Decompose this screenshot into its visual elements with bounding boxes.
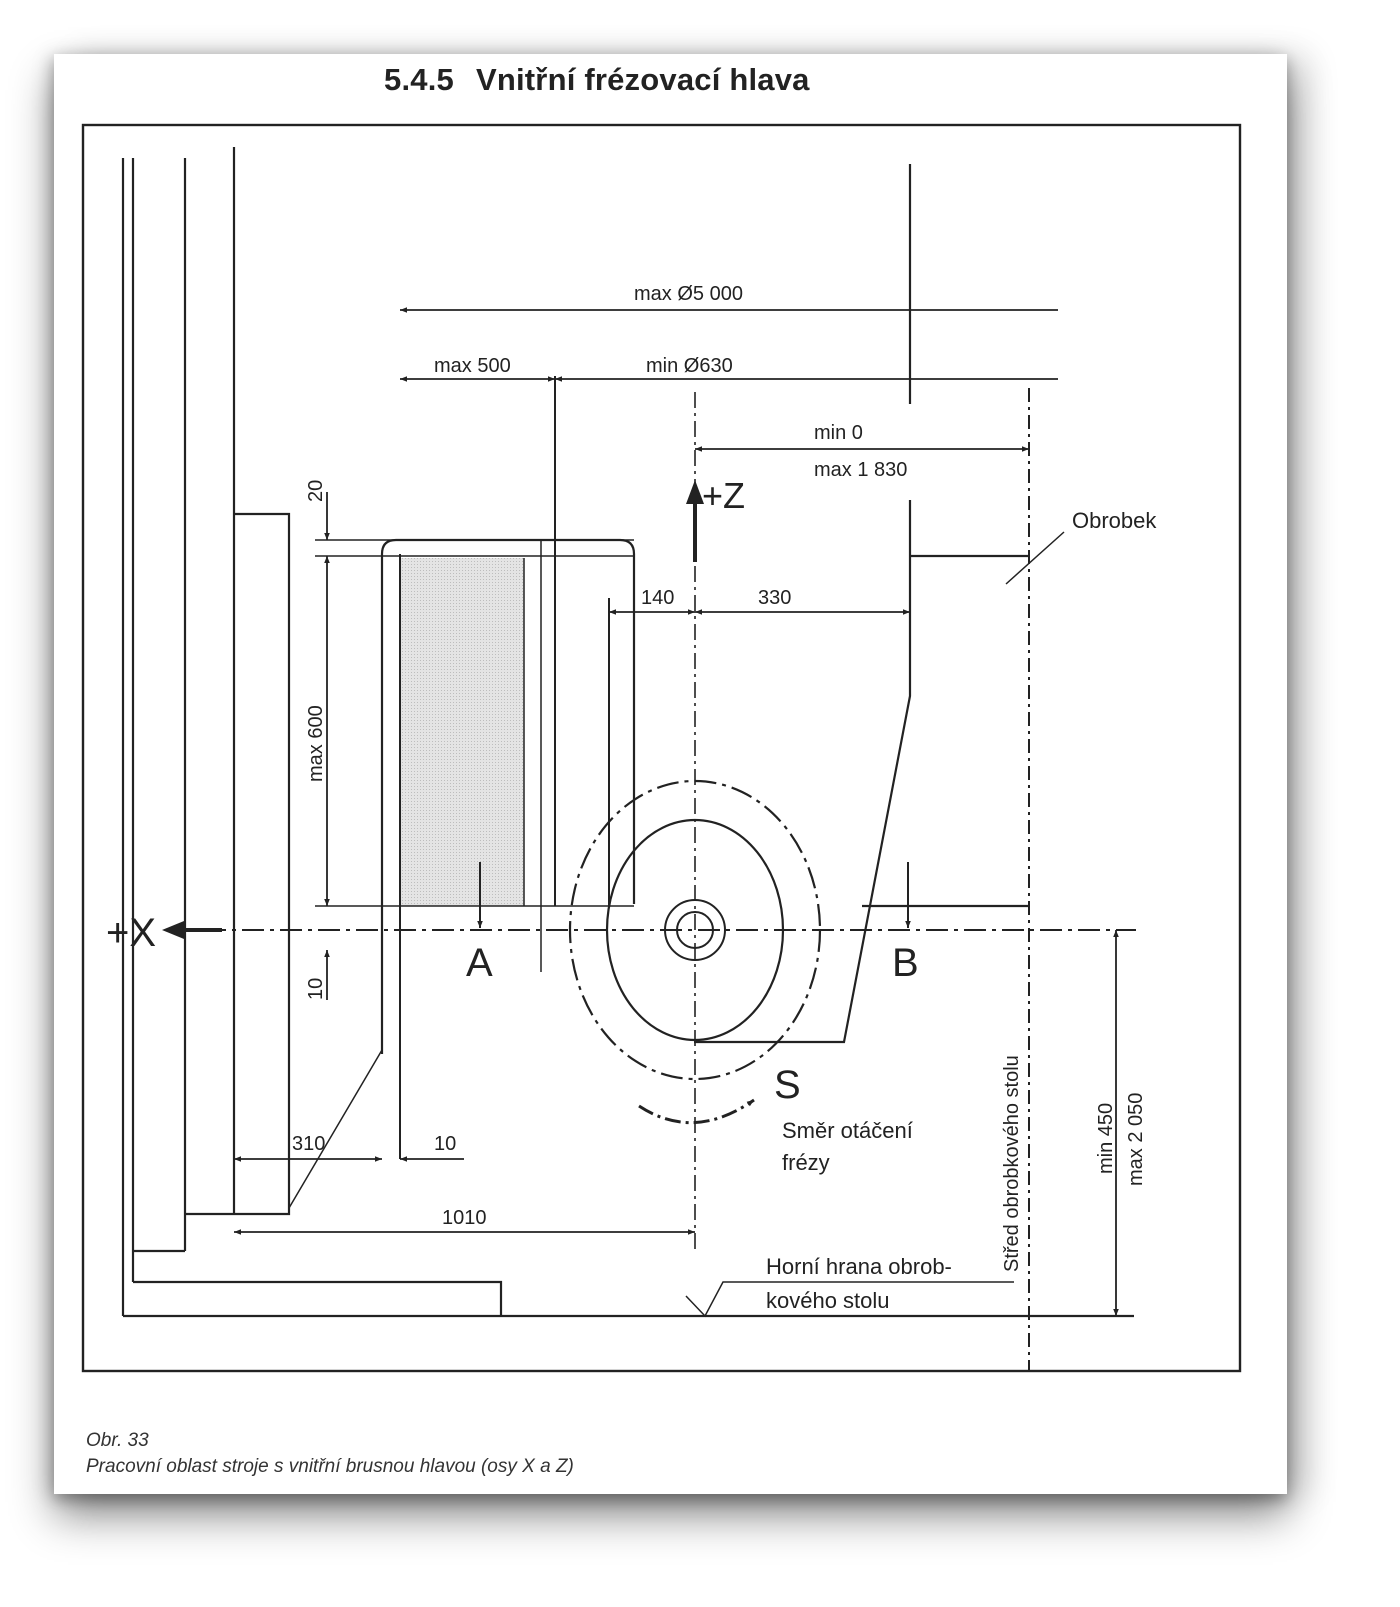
cutter-hub-inner xyxy=(676,911,714,949)
label-max-500: max 500 xyxy=(434,355,511,377)
label-310: 310 xyxy=(292,1133,325,1155)
hatched-tool xyxy=(400,558,524,906)
label-min-0: min 0 xyxy=(814,422,863,444)
label-140: 140 xyxy=(641,587,674,609)
section-number: 5.4.5 xyxy=(384,62,454,97)
rotation-arrow xyxy=(638,1098,755,1124)
label-point-s: S xyxy=(774,1063,801,1107)
cutter-hub-outer xyxy=(664,899,726,961)
label-point-a: A xyxy=(466,941,493,985)
figure-caption: Obr. 33 Pracovní oblast stroje s vnitřní… xyxy=(86,1428,574,1480)
document-page: 5.4.5 Vnitřní frézovací hlava xyxy=(54,54,1287,1494)
label-10-bottom: 10 xyxy=(434,1133,456,1155)
workpiece-outline xyxy=(694,164,1029,1044)
label-min-450: min 450 xyxy=(1095,1103,1117,1174)
label-x-axis: +X xyxy=(106,911,156,955)
label-1010: 1010 xyxy=(442,1207,487,1229)
label-20: 20 xyxy=(305,480,327,502)
label-max-2050: max 2 050 xyxy=(1125,1093,1147,1186)
label-table-edge-line2: kového stolu xyxy=(766,1288,890,1313)
label-330: 330 xyxy=(758,587,791,609)
figure-caption-text: Pracovní oblast stroje s vnitřní brusnou… xyxy=(86,1456,574,1477)
label-max-diameter: max Ø5 000 xyxy=(634,283,743,305)
machine-column xyxy=(121,147,1134,1318)
label-table-edge-line1: Horní hrana obrob- xyxy=(766,1254,952,1279)
label-z-axis: +Z xyxy=(702,475,745,516)
section-heading: 5.4.5 Vnitřní frézovací hlava xyxy=(384,62,810,98)
label-point-b: B xyxy=(892,941,919,985)
label-rotation-line1: Směr otáčení xyxy=(782,1118,913,1143)
figure-number: Obr. 33 xyxy=(86,1430,149,1451)
label-table-center: Střed obrobkového stolu xyxy=(1001,1055,1023,1272)
section-title: Vnitřní frézovací hlava xyxy=(475,62,810,97)
label-max-600: max 600 xyxy=(305,705,327,782)
cutter-outer-dashed xyxy=(568,779,822,1081)
label-workpiece: Obrobek xyxy=(1072,508,1157,533)
label-10-left: 10 xyxy=(305,978,327,1000)
z-axis-arrow xyxy=(686,480,704,562)
drawing-frame xyxy=(81,123,1242,1373)
label-rotation-line2: frézy xyxy=(782,1150,830,1175)
technical-drawing: max Ø5 000 max 500 min Ø630 min 0 max 1 … xyxy=(81,123,1242,1373)
label-max-1830: max 1 830 xyxy=(814,459,907,481)
cutter-ellipse xyxy=(605,818,785,1042)
x-axis-arrow xyxy=(162,921,222,939)
label-min-diameter: min Ø630 xyxy=(646,355,733,377)
